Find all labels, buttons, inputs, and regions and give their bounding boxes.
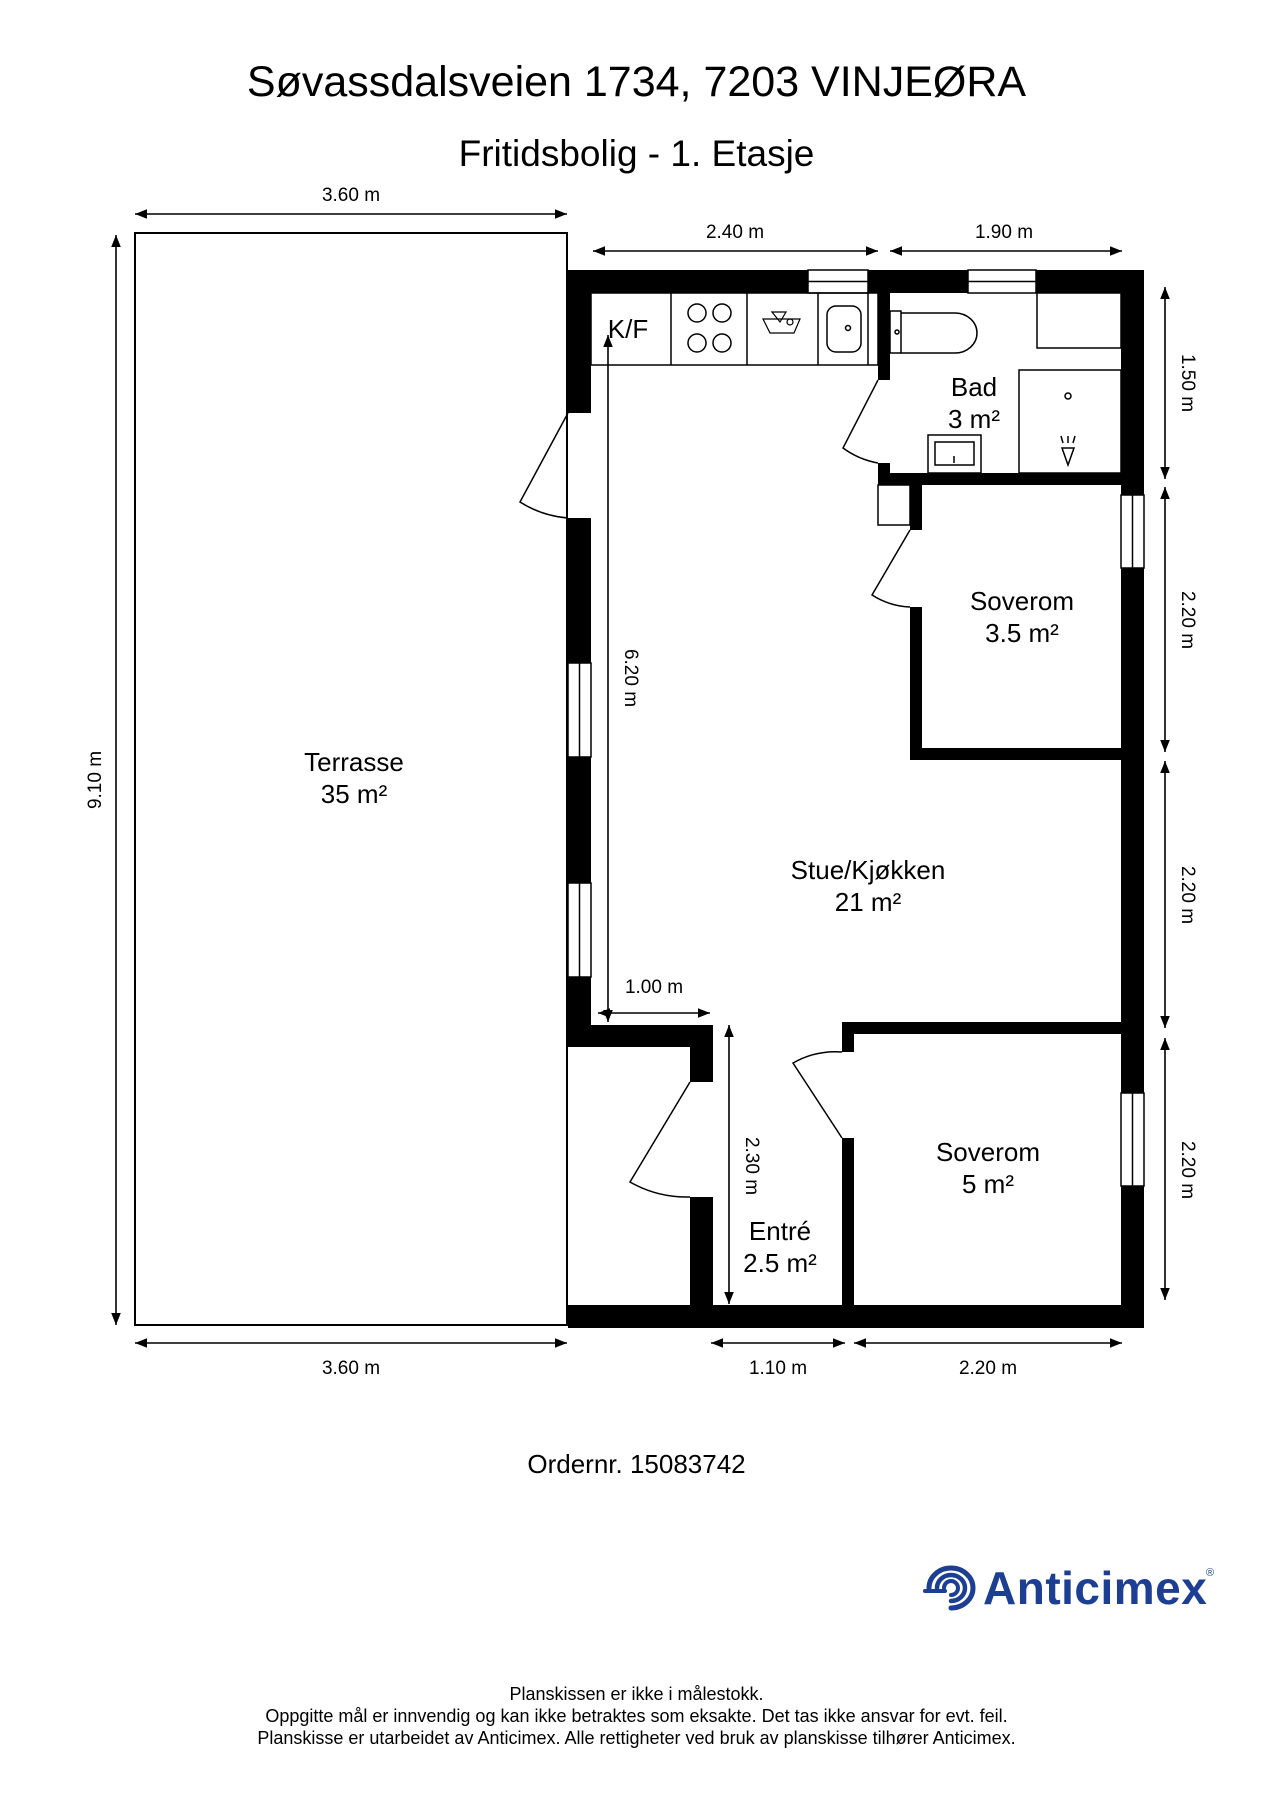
shower-icon <box>1018 369 1122 474</box>
doors <box>519 379 911 1198</box>
fridge-label: K/F <box>608 314 648 344</box>
dim-terrace-top: 3.60 m <box>322 185 380 206</box>
closet <box>877 484 911 526</box>
room-entry-name: Entré <box>749 1216 811 1246</box>
dishwasher-icon <box>762 311 801 334</box>
room-terrace-area: 35 m² <box>321 779 388 809</box>
dim-bath-depth: 1.50 m <box>1177 354 1198 412</box>
washbasin-icon <box>927 434 982 474</box>
bath-cabinet <box>1036 292 1122 349</box>
footer-line-1: Planskissen er ikke i målestokk. <box>509 1684 764 1704</box>
page-title: Søvassdalsveien 1734, 7203 VINJEØRA <box>246 58 1027 106</box>
room-living-name: Stue/Kjøkken <box>791 855 946 885</box>
dim-kitchen-width: 2.40 m <box>706 222 764 243</box>
dim-terrace-bottom: 3.60 m <box>322 1358 380 1379</box>
dim-bedroom1-depth: 2.20 m <box>1177 591 1198 649</box>
dim-terrace-height: 9.10 m <box>85 751 106 809</box>
room-living-area: 21 m² <box>835 887 902 917</box>
dim-bath-width: 1.90 m <box>975 222 1033 243</box>
room-bedroom1-name: Soverom <box>970 586 1074 616</box>
room-bedroom2-area: 5 m² <box>962 1169 1014 1199</box>
dim-entry-offset: 1.00 m <box>625 977 683 998</box>
room-bedroom2-name: Soverom <box>936 1137 1040 1167</box>
anticimex-logo-icon <box>923 1565 976 1611</box>
footer-line-2: Oppgitte mål er innvendig og kan ikke be… <box>265 1706 1008 1726</box>
dim-bedroom2-depth: 2.20 m <box>1177 1141 1198 1199</box>
terrace-outline <box>134 232 568 1326</box>
dim-entry-width: 1.10 m <box>749 1358 807 1379</box>
room-bath-area: 3 m² <box>948 404 1000 434</box>
stove-icon <box>687 303 732 353</box>
footer-disclaimer: Planskissen er ikke i målestokk. Oppgitt… <box>0 1683 1273 1749</box>
floor-title: Fritidsbolig - 1. Etasje <box>458 133 815 174</box>
toilet-icon <box>889 310 978 354</box>
windows <box>567 269 1145 1187</box>
room-bedroom1-area: 3.5 m² <box>985 618 1059 648</box>
kitchen-counter <box>590 292 879 366</box>
walls <box>568 270 1144 1328</box>
dim-entry-depth: 2.30 m <box>741 1137 762 1195</box>
dim-middle-right: 2.20 m <box>1177 866 1198 924</box>
dimension-lines <box>111 209 1170 1348</box>
dim-living-height: 6.20 m <box>620 649 641 707</box>
room-bath-name: Bad <box>951 372 997 402</box>
room-terrace-name: Terrasse <box>304 747 404 777</box>
order-number: Ordernr. 15083742 <box>527 1449 746 1479</box>
brand-registered-mark: ® <box>1206 1567 1215 1579</box>
room-entry-area: 2.5 m² <box>743 1248 817 1278</box>
footer-line-3: Planskisse er utarbeidet av Anticimex. A… <box>257 1728 1016 1748</box>
dim-bedroom2-width: 2.20 m <box>959 1358 1017 1379</box>
sink-icon <box>826 305 862 353</box>
brand-name: Anticimex <box>983 1562 1208 1614</box>
